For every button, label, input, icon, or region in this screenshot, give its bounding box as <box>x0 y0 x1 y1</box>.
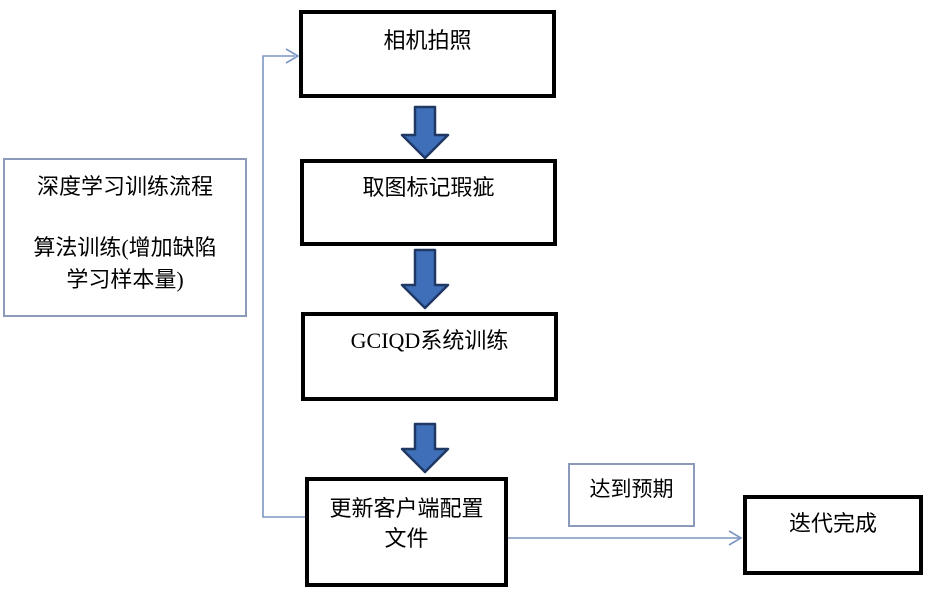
condition-label-expectation: 达到预期 <box>568 463 695 527</box>
flow-node-mark-defects-label: 取图标记瑕疵 <box>362 175 495 200</box>
flow-node-system-training-label: GCIQD系统训练 <box>350 328 509 353</box>
flow-node-mark-defects: 取图标记瑕疵 <box>300 159 557 246</box>
flow-node-camera: 相机拍照 <box>299 10 556 98</box>
feedback-arrowhead-icon <box>285 48 300 64</box>
down-block-arrow-outline <box>400 422 450 474</box>
annotation-body-line1: 算法训练(增加缺陷 <box>33 234 217 260</box>
down-block-arrow-outline <box>400 248 450 310</box>
flow-node-update-config-label-line2: 文件 <box>384 525 429 551</box>
annotation-body: 算法训练(增加缺陷 学习样本量) <box>5 232 245 296</box>
flow-node-iteration-done: 迭代完成 <box>743 495 923 575</box>
condition-label-expectation-text: 达到预期 <box>589 477 674 501</box>
flow-node-camera-label: 相机拍照 <box>383 28 472 53</box>
annotation-title: 深度学习训练流程 <box>36 174 213 199</box>
flow-node-iteration-done-label: 迭代完成 <box>788 511 877 536</box>
annotation-body-line2: 学习样本量) <box>66 266 184 292</box>
feedback-connector-line <box>262 55 305 518</box>
flow-node-update-config-label-line1: 更新客户端配置 <box>329 496 484 521</box>
success-arrowhead-icon <box>728 530 743 546</box>
down-block-arrow-outline <box>400 105 450 160</box>
flow-node-system-training: GCIQD系统训练 <box>301 312 558 401</box>
down-block-arrow-icon <box>402 250 448 308</box>
flow-node-update-config: 更新客户端配置 文件 <box>305 477 508 587</box>
down-block-arrow-icon <box>402 107 448 158</box>
annotation-box-training-process: 深度学习训练流程 算法训练(增加缺陷 学习样本量) <box>3 158 247 317</box>
